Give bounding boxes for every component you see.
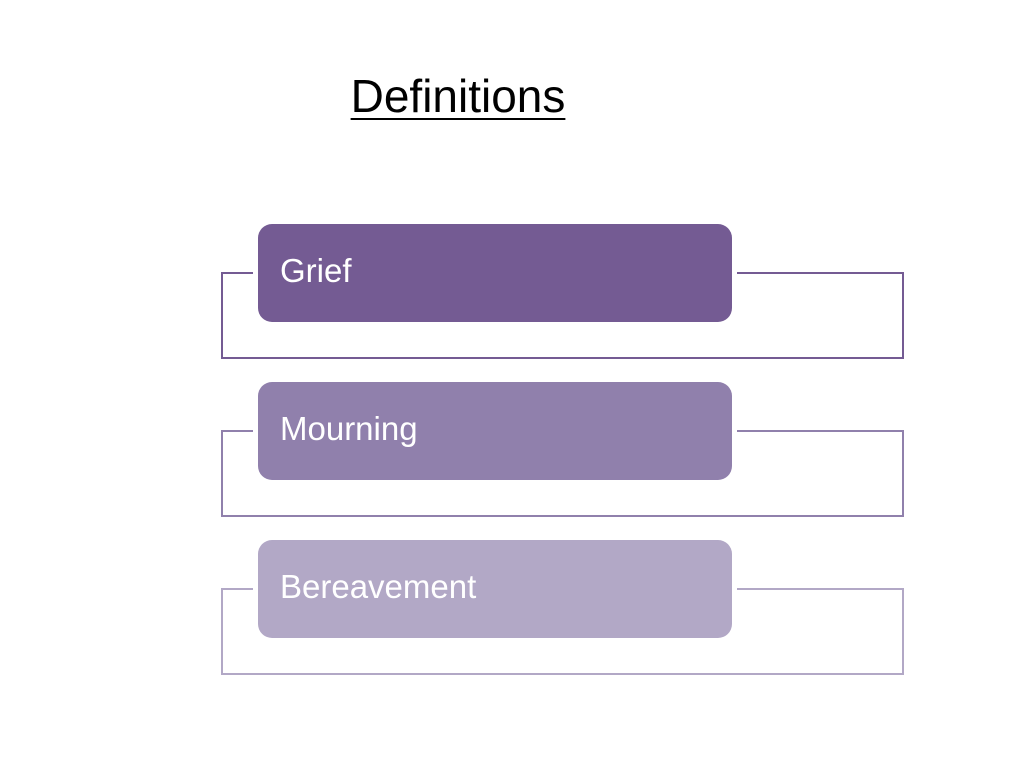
term-label: Bereavement [280, 568, 477, 605]
term-box-mourning: Mourning [258, 382, 732, 480]
frame-gap [253, 428, 259, 434]
slide-title: Definitions [350, 70, 566, 122]
frame-gap [253, 270, 259, 276]
frame-gap [253, 586, 259, 592]
term-label: Mourning [280, 410, 418, 447]
term-box-grief: Grief [258, 224, 732, 322]
term-box-bereavement: Bereavement [258, 540, 732, 638]
term-label: Grief [280, 252, 352, 289]
